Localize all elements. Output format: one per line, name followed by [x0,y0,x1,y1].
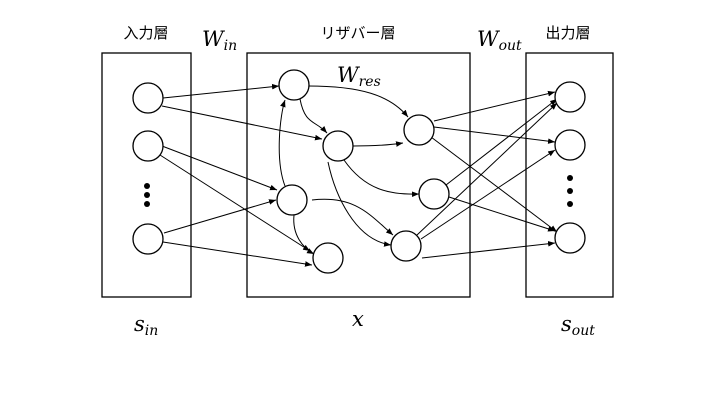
reservoir-node [322,130,354,162]
reservoir-weight-edges [278,85,420,255]
reservoir-node [403,114,435,146]
x-label: x [352,307,364,331]
reservoir-node [390,230,422,262]
input-node [132,82,164,114]
output-nodes [554,81,586,254]
output-node [554,129,586,161]
ellipsis-dot [144,183,150,189]
ellipsis-dot [144,192,150,198]
reservoir-node [418,178,450,210]
w-out-label: Wout [477,27,522,54]
reservoir-layer-box [246,52,471,298]
w-res-label: Wres [337,63,381,90]
ellipsis-dot [567,188,573,194]
input-node [132,223,164,255]
w-in-label: Win [202,27,237,54]
reservoir-nodes [276,69,450,274]
input-nodes [132,82,164,255]
ellipsis-dot [567,201,573,207]
s-in-label: sin [134,312,158,339]
input-weight-edges [159,83,323,267]
output-layer-title: 出力層 [545,24,590,42]
reservoir-node [276,184,308,216]
output-node [554,81,586,113]
s-out-label: sout [561,312,595,339]
reservoir-node [278,69,310,101]
reservoir-layer-title: リザバー層 [320,24,395,42]
output-weight-edges [416,90,558,259]
ellipsis-dot [567,175,573,181]
output-layer-box [525,52,614,298]
input-layer-title: 入力層 [123,24,168,42]
ellipsis-dot [144,201,150,207]
output-node [554,222,586,254]
input-node [132,130,164,162]
reservoir-node [312,242,344,274]
